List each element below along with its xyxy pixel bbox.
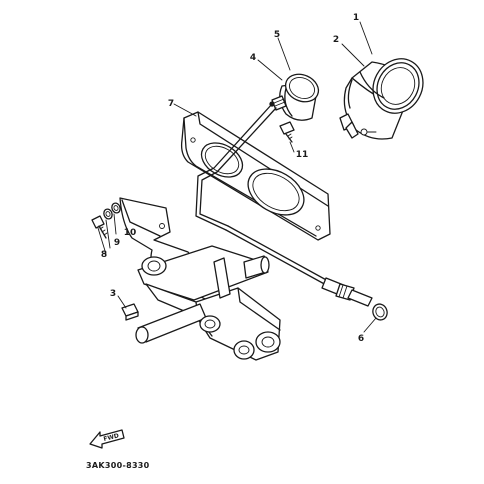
part-9-washer <box>103 208 113 220</box>
callout-8: 8 <box>101 250 107 260</box>
part-10-lockwasher <box>111 202 121 214</box>
callout-9: 9 <box>114 238 120 248</box>
part-5-sender-gauge <box>269 73 320 121</box>
frame-casting <box>135 245 281 361</box>
part-7-meter-panel <box>180 111 331 241</box>
part-3-block <box>121 303 139 321</box>
callout-7: 7 <box>168 99 174 109</box>
part-8-bolt <box>91 215 108 239</box>
callout-labels: 1 2 3 4 5 6 7 8 9 10 11 <box>101 13 364 344</box>
callout-10: 10 <box>124 228 137 238</box>
diagram-code: 3AK300-8330 <box>86 461 150 470</box>
callout-5: 5 <box>274 30 280 40</box>
part-11-screw <box>279 121 295 143</box>
callout-3: 3 <box>110 289 116 299</box>
callout-1: 1 <box>353 13 359 23</box>
leader-lines <box>97 21 377 333</box>
hose-line <box>195 103 331 287</box>
callout-2: 2 <box>333 35 339 45</box>
callout-6: 6 <box>358 334 364 344</box>
fwd-arrow-icon: FWD <box>89 429 125 449</box>
callout-11: 11 <box>296 150 309 160</box>
part-6-sender-fitting <box>321 277 388 321</box>
part-2-gauge <box>339 58 424 140</box>
fwd-label: FWD <box>103 432 120 443</box>
callout-4: 4 <box>250 53 256 63</box>
